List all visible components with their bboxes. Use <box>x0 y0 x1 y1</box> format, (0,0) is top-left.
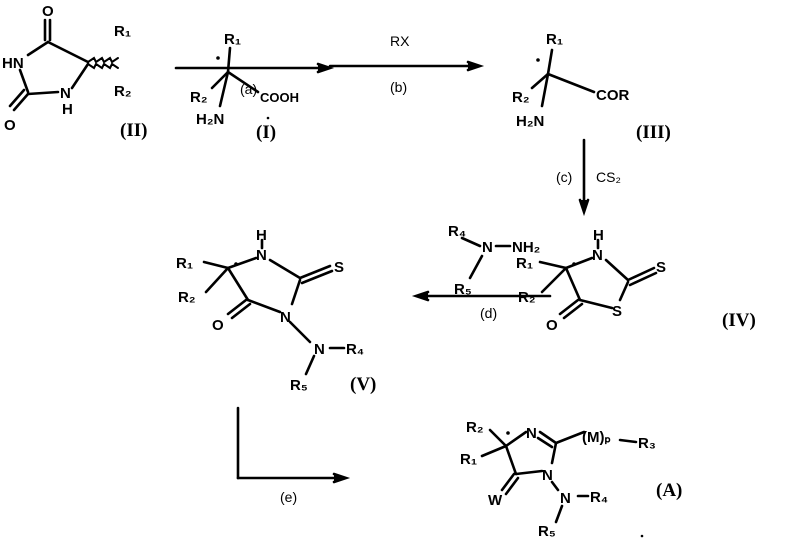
substituent-R2: R₂ <box>190 89 208 106</box>
atom-N: N <box>542 467 553 484</box>
compound-label: (II) <box>120 120 147 141</box>
reagent-CS2: CS₂ <box>596 169 621 185</box>
group-COOH: COOH <box>260 90 299 105</box>
arrow-step-e: (e) <box>236 406 351 505</box>
compound-label: (III) <box>636 122 671 143</box>
substituent-R2: R₂ <box>512 89 530 106</box>
compound-II: O HN O N H R₁ R₂ (II) <box>2 3 147 141</box>
step-label: (b) <box>390 79 407 95</box>
atom-O: O <box>546 317 558 334</box>
substituent-R1: R₁ <box>460 451 477 468</box>
compound-label: (IV) <box>722 310 756 331</box>
atom-O: O <box>212 317 224 334</box>
atom-HN: HN <box>2 55 24 72</box>
atom-H: H <box>62 101 73 118</box>
atom-O: O <box>42 3 54 20</box>
atom-N: N <box>592 247 603 264</box>
compound-label: (V) <box>350 374 376 395</box>
step-label: (c) <box>556 169 572 185</box>
atom-S: S <box>334 259 344 276</box>
compound-III: R₁ R₂ COR H₂N (III) <box>512 31 671 143</box>
substituent-R2: R₂ <box>466 419 484 436</box>
substituent-R2: R₂ <box>178 289 196 306</box>
substituent-R2: R₂ <box>114 83 132 100</box>
group-H2N: H₂N <box>516 113 544 130</box>
group-NH2: NH₂ <box>512 239 540 256</box>
arrow-step-a: (a) <box>174 62 335 97</box>
substituent-R1: R₁ <box>224 31 241 48</box>
substituent-R5: R₅ <box>290 377 308 394</box>
atom-W: W <box>488 492 503 509</box>
atom-N: N <box>280 309 291 326</box>
substituent-R1: R₁ <box>516 255 533 272</box>
atom-N: N <box>526 425 537 442</box>
atom-N: N <box>560 490 571 507</box>
substituent-R1: R₁ <box>114 23 131 40</box>
substituent-R4: R₄ <box>448 223 466 240</box>
compound-I: R₁ R₂ COOH H₂N (I) <box>190 31 299 143</box>
atom-N: N <box>482 239 493 256</box>
substituent-R4: R₄ <box>346 341 364 358</box>
atom-S: S <box>656 259 666 276</box>
stray-dot <box>640 534 644 538</box>
reagent-RX: RX <box>390 33 410 49</box>
step-label: (e) <box>280 489 297 505</box>
arrow-step-d: R₄ N NH₂ R₅ (d) <box>411 223 552 321</box>
substituent-R2: R₂ <box>518 289 536 306</box>
atom-N: N <box>256 247 267 264</box>
atom-N: N <box>60 85 71 102</box>
atom-S: S <box>612 303 622 320</box>
arrow-step-b: RX (b) <box>328 33 485 95</box>
atom-H: H <box>593 227 604 244</box>
substituent-R5: R₅ <box>454 281 472 298</box>
substituent-R3: R₃ <box>638 435 656 452</box>
compound-label: (I) <box>256 122 276 143</box>
compound-IV: H N S S O R₁ R₂ (IV) <box>516 227 756 334</box>
atom-N: N <box>314 341 325 358</box>
stray-dot <box>266 116 270 120</box>
compound-A: R₂ N (M)ₚ R₃ R₁ N W N R₄ R₅ (A) <box>460 419 682 539</box>
compound-V: H N S N O R₁ R₂ N R₄ R₅ (V) <box>176 227 376 395</box>
step-label: (a) <box>240 81 257 97</box>
group-COR: COR <box>596 87 630 104</box>
group-H2N: H₂N <box>196 111 224 128</box>
step-label: (d) <box>480 305 497 321</box>
substituent-R1: R₁ <box>176 255 193 272</box>
substituent-R4: R₄ <box>590 489 608 506</box>
atom-H: H <box>256 227 267 244</box>
substituent-R1: R₁ <box>546 31 563 48</box>
substituent-R5: R₅ <box>538 523 556 539</box>
group-Mp: (M)ₚ <box>582 429 611 446</box>
arrow-step-c: (c) CS₂ <box>556 138 621 217</box>
atom-O: O <box>4 117 16 134</box>
compound-label: (A) <box>656 480 682 501</box>
